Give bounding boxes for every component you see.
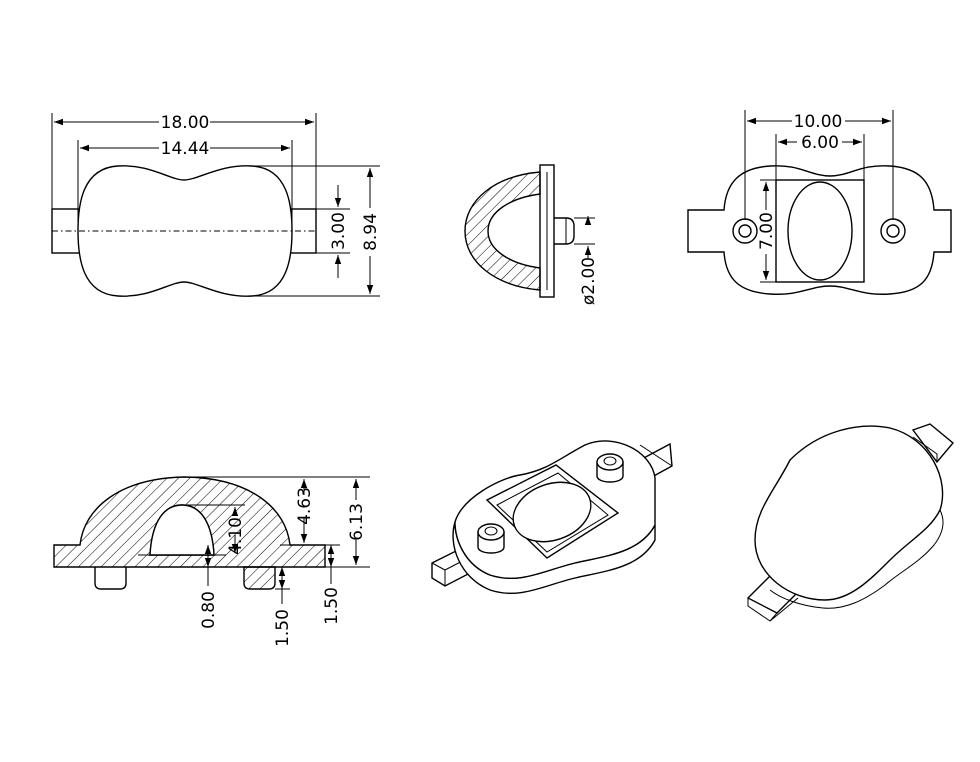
top-view: 18.00 14.44 3.00 8.94 <box>51 113 381 297</box>
foot-left <box>94 567 127 590</box>
dim-height-4-63: 4.63 <box>295 487 315 525</box>
foot-right <box>243 566 276 590</box>
dim-hole-spacing: 10.00 <box>794 112 843 132</box>
dim-overall-width: 18.00 <box>161 113 210 133</box>
lens-ellipse <box>787 181 853 281</box>
dim-pin-diameter: ø2.00 <box>579 257 599 305</box>
base-outline <box>687 165 952 295</box>
pin <box>554 217 575 245</box>
side-view: ø2.00 <box>464 164 599 305</box>
dim-lens-width: 14.44 <box>161 139 210 159</box>
iso-boss-left <box>477 523 505 554</box>
lens-window <box>775 179 865 283</box>
dim-tab-height: 3.00 <box>329 212 349 250</box>
iso-dome <box>754 425 944 601</box>
dim-overall-height: 8.94 <box>361 213 381 251</box>
bottom-view: 10.00 6.00 7.00 <box>687 110 952 295</box>
dim-height-6-13: 6.13 <box>347 503 367 541</box>
dim-depth-1-50-b: 1.50 <box>322 587 342 625</box>
isometric-view-top <box>746 423 954 622</box>
dim-depth-1-50-a: 1.50 <box>273 609 293 647</box>
dim-cavity-height: 4.10 <box>226 517 246 555</box>
isometric-view-bottom <box>431 440 673 594</box>
iso-tab-upper <box>911 423 954 464</box>
dim-window-height: 7.00 <box>757 212 777 250</box>
dim-window-width: 6.00 <box>801 133 839 153</box>
dim-depth-0-80: 0.80 <box>199 591 219 629</box>
iso-lens <box>512 481 592 543</box>
lens-section <box>464 171 541 291</box>
section-view: 4.63 6.13 4.10 0.80 1.50 1.50 <box>53 476 370 647</box>
iso-boss-right <box>596 453 624 483</box>
flange <box>539 164 555 298</box>
